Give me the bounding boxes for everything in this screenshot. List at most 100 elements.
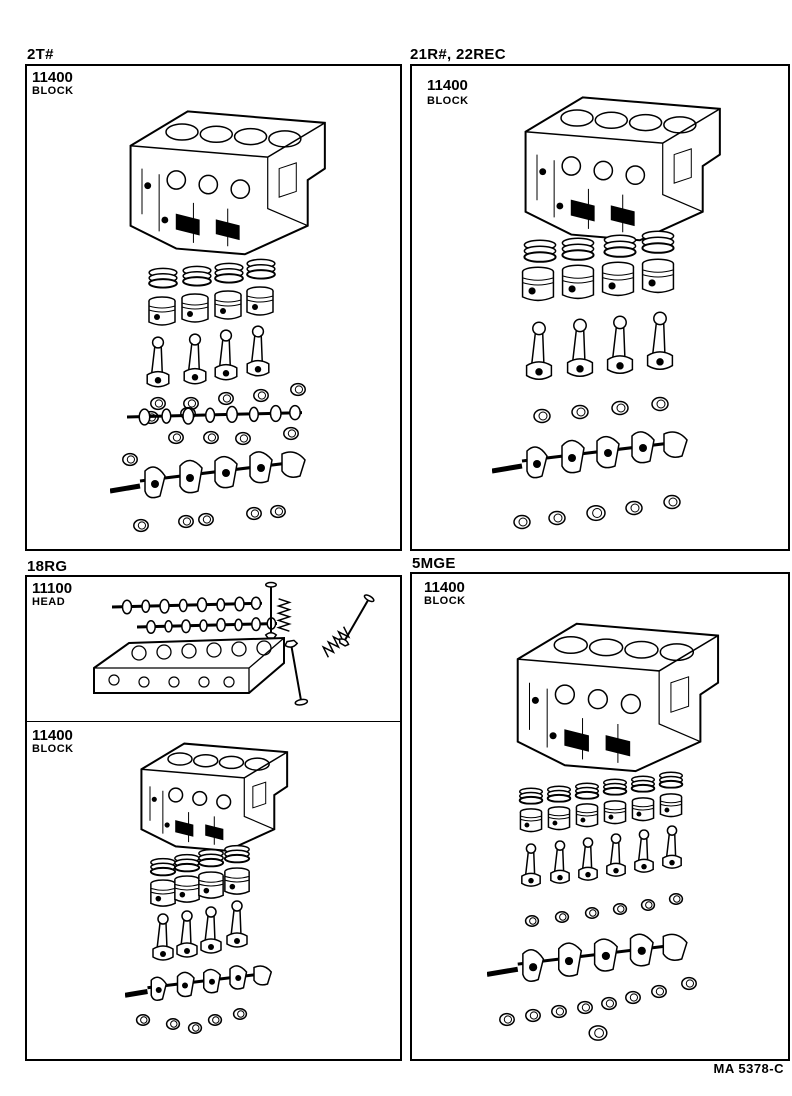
panel-5mge: 11400 BLOCK bbox=[410, 572, 790, 1061]
part-name: BLOCK bbox=[427, 95, 469, 107]
bearing-icon bbox=[612, 902, 628, 916]
piston-ring-icon bbox=[602, 777, 628, 797]
piston-ring-icon bbox=[560, 236, 596, 262]
piston-icon bbox=[520, 266, 556, 304]
connecting-rod-icon bbox=[549, 839, 571, 887]
bearing-icon bbox=[610, 400, 630, 416]
connecting-rod-icon bbox=[524, 321, 554, 383]
piston-icon bbox=[600, 261, 636, 299]
bearing-icon bbox=[624, 500, 644, 516]
piston-icon bbox=[223, 867, 251, 897]
bearing-icon bbox=[132, 518, 150, 533]
bearing-icon bbox=[269, 504, 287, 519]
piston-ring-icon bbox=[518, 786, 544, 806]
connecting-rod-icon bbox=[520, 842, 542, 890]
bearing-icon bbox=[234, 431, 252, 446]
bearing-icon bbox=[584, 906, 600, 920]
piston-icon bbox=[602, 800, 628, 826]
bearing-icon bbox=[547, 510, 567, 526]
bearing-icon bbox=[187, 1021, 203, 1035]
bearing-icon bbox=[498, 1012, 516, 1027]
bearing-icon bbox=[662, 494, 682, 510]
engine-block-icon bbox=[107, 100, 337, 260]
valve-icon bbox=[333, 591, 379, 652]
piston-ring-icon bbox=[658, 770, 684, 790]
part-number: 11400 bbox=[427, 77, 468, 94]
piston-ring-icon bbox=[630, 774, 656, 794]
valve-spring-icon bbox=[275, 595, 293, 635]
connecting-rod-icon bbox=[633, 828, 655, 876]
connecting-rod-icon bbox=[605, 315, 635, 377]
connecting-rod-icon bbox=[213, 329, 239, 383]
part-number: 11400 bbox=[32, 69, 73, 86]
bearing-icon bbox=[252, 388, 270, 403]
piston-icon bbox=[658, 793, 684, 819]
piston-ring-icon bbox=[574, 781, 600, 801]
bearing-icon bbox=[207, 1013, 223, 1027]
piston-icon bbox=[640, 258, 676, 296]
connecting-rod-icon bbox=[199, 905, 223, 957]
bearing-icon bbox=[576, 1000, 594, 1015]
bearing-icon bbox=[570, 404, 590, 420]
bearing-icon bbox=[135, 1013, 151, 1027]
bearing-icon bbox=[650, 396, 670, 412]
connecting-rod-icon bbox=[175, 909, 199, 961]
bearing-icon bbox=[202, 430, 220, 445]
piston-icon bbox=[197, 871, 225, 901]
part-name: BLOCK bbox=[32, 85, 74, 97]
camshaft-icon bbox=[127, 402, 302, 432]
connecting-rod-icon bbox=[565, 318, 595, 380]
piston-ring-icon bbox=[181, 265, 213, 287]
bearing-icon bbox=[554, 910, 570, 924]
panel-divider bbox=[27, 721, 400, 722]
panel-21r-22rec: 11400 BLOCK bbox=[410, 64, 790, 551]
bearing-icon bbox=[165, 1017, 181, 1031]
bearing-icon bbox=[680, 976, 698, 991]
diagram-code: MA 5378-C bbox=[713, 1061, 784, 1076]
part-name: BLOCK bbox=[424, 595, 466, 607]
bearing-icon bbox=[245, 506, 263, 521]
piston-ring-icon bbox=[522, 238, 558, 264]
bearing-icon bbox=[524, 1008, 542, 1023]
bearing-icon bbox=[600, 996, 618, 1011]
piston-icon bbox=[213, 290, 243, 322]
block-part-number: 11400 bbox=[32, 727, 73, 744]
connecting-rod-icon bbox=[661, 824, 683, 872]
bearing-icon bbox=[668, 892, 684, 906]
engine-label-5mge: 5MGE bbox=[412, 555, 456, 572]
connecting-rod-icon bbox=[605, 832, 627, 880]
bearing-icon bbox=[624, 990, 642, 1005]
engine-label-2t: 2T# bbox=[27, 46, 54, 63]
bearing-icon bbox=[282, 426, 300, 441]
bearing-icon bbox=[512, 514, 532, 530]
piston-icon bbox=[574, 803, 600, 829]
engine-label-18rg: 18RG bbox=[27, 558, 68, 575]
piston-ring-icon bbox=[602, 233, 638, 259]
bearing-icon bbox=[640, 898, 656, 912]
piston-ring-icon bbox=[147, 267, 179, 289]
bearing-icon bbox=[587, 1024, 609, 1042]
piston-icon bbox=[630, 797, 656, 823]
connecting-rod-icon bbox=[245, 325, 271, 379]
piston-icon bbox=[245, 286, 275, 318]
bearing-icon bbox=[650, 984, 668, 999]
bearing-icon bbox=[197, 512, 215, 527]
bearing-icon bbox=[167, 430, 185, 445]
crankshaft-icon bbox=[105, 446, 315, 506]
bearing-icon bbox=[584, 504, 608, 522]
connecting-rod-icon bbox=[645, 311, 675, 373]
engine-label-21r-22rec: 21R#, 22REC bbox=[410, 46, 506, 63]
connecting-rod-icon bbox=[577, 836, 599, 884]
piston-icon bbox=[560, 264, 596, 302]
bearing-icon bbox=[177, 514, 195, 529]
piston-ring-icon bbox=[640, 229, 676, 255]
head-part-number: 11100 bbox=[32, 580, 73, 597]
piston-icon bbox=[147, 296, 177, 328]
bearing-icon bbox=[550, 1004, 568, 1019]
piston-ring-icon bbox=[197, 848, 225, 868]
engine-block-icon bbox=[482, 86, 752, 246]
connecting-rod-icon bbox=[145, 336, 171, 390]
block-part-name: BLOCK bbox=[32, 743, 74, 755]
piston-icon bbox=[518, 808, 544, 834]
part-number: 11400 bbox=[424, 579, 465, 596]
